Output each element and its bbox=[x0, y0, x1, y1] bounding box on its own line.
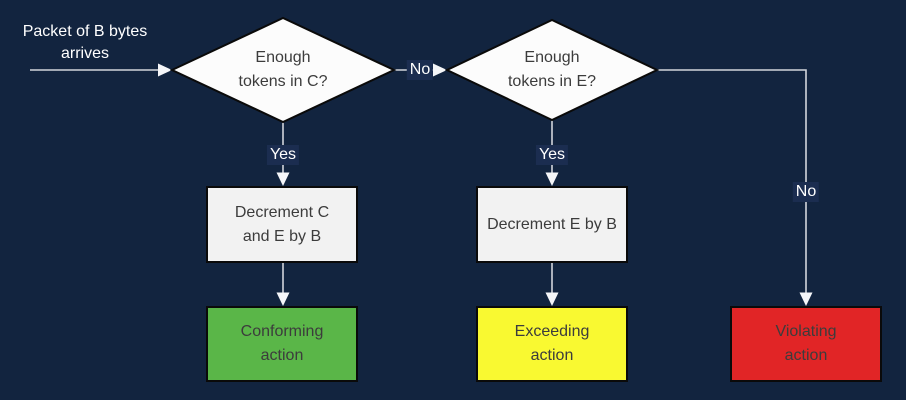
action-violating-label: Violating action bbox=[775, 323, 837, 364]
arrowhead-into-decrement-e-icon bbox=[545, 172, 559, 186]
decision-tokens-c-label: Enough tokens in C? bbox=[238, 49, 328, 90]
edge-label-yes-e: Yes bbox=[535, 145, 569, 165]
process-decrement-e-box: Decrement E by B bbox=[476, 186, 628, 263]
arrowhead-into-violating-icon bbox=[799, 292, 813, 306]
decision-tokens-e-label: Enough tokens in E? bbox=[507, 49, 597, 90]
decision-tokens-c-diamond bbox=[169, 16, 397, 124]
process-decrement-e-label: Decrement E by B bbox=[487, 215, 617, 233]
action-exceeding-label: Exceeding action bbox=[514, 323, 590, 364]
process-decrement-c-e-box: Decrement C and E by B bbox=[206, 186, 358, 263]
edge-label-no-e: No bbox=[792, 182, 820, 202]
process-decrement-c-e-label: Decrement C and E by B bbox=[234, 203, 330, 245]
start-label: Packet of B bytes arrives bbox=[22, 23, 148, 62]
action-violating-box: Violating action bbox=[730, 306, 882, 382]
arrowhead-into-decision-e-icon bbox=[433, 63, 447, 77]
edge-label-yes-c: Yes bbox=[266, 145, 300, 165]
decision-tokens-e-diamond bbox=[444, 18, 660, 122]
action-exceeding-box: Exceeding action bbox=[476, 306, 628, 382]
edge-label-no-c: No bbox=[406, 60, 434, 80]
arrowhead-into-exceeding-icon bbox=[545, 292, 559, 306]
arrowhead-into-decrement-c-e-icon bbox=[276, 172, 290, 186]
arrowhead-into-conforming-icon bbox=[276, 292, 290, 306]
action-conforming-label: Conforming action bbox=[240, 323, 324, 364]
action-conforming-box: Conforming action bbox=[206, 306, 358, 382]
edge-decision-e-no bbox=[657, 69, 807, 300]
arrowhead-into-decision-c-icon bbox=[158, 63, 172, 77]
